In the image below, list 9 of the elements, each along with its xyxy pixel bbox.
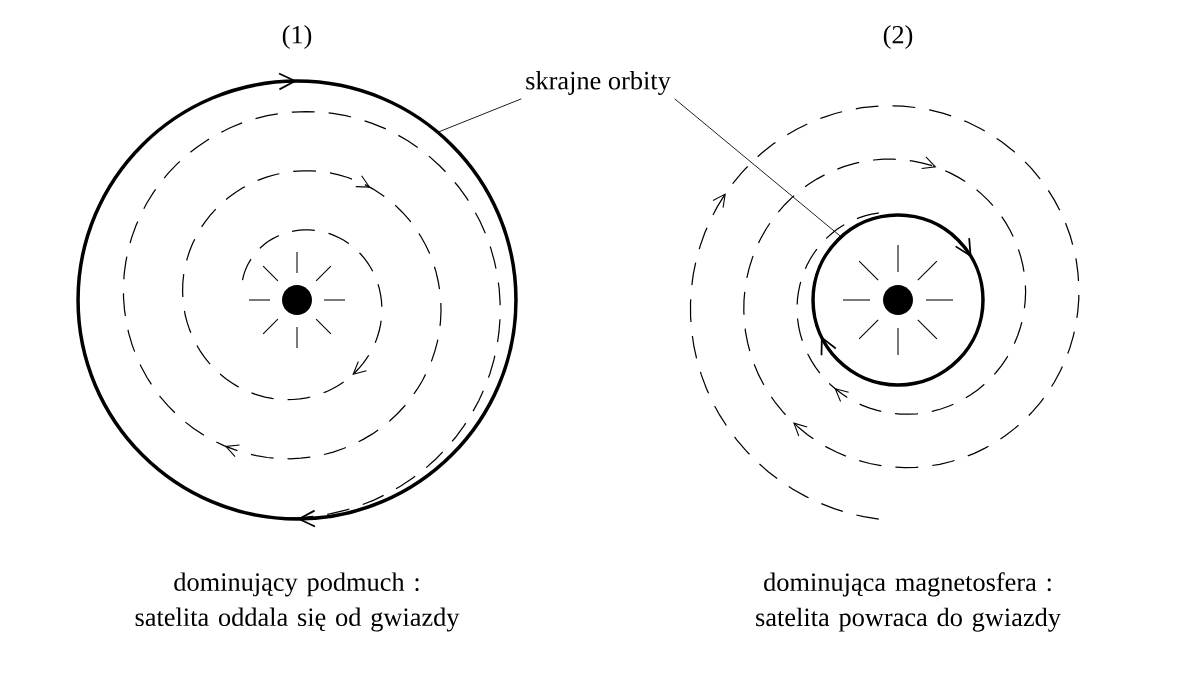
leader-line xyxy=(674,98,842,238)
caption: dominujący podmuch : satelita oddala się od gwiazdy xyxy=(135,572,460,632)
orbit-circle xyxy=(76,72,518,528)
callout-text: skrajne orbity xyxy=(526,71,671,95)
orbit-circle xyxy=(811,213,985,387)
caption: dominująca magnetosfera : satelita powraca do gwiazdy xyxy=(756,572,1061,632)
leader-line xyxy=(437,98,522,133)
panel-number: (2) xyxy=(883,25,913,49)
panel-number: (1) xyxy=(282,25,312,49)
